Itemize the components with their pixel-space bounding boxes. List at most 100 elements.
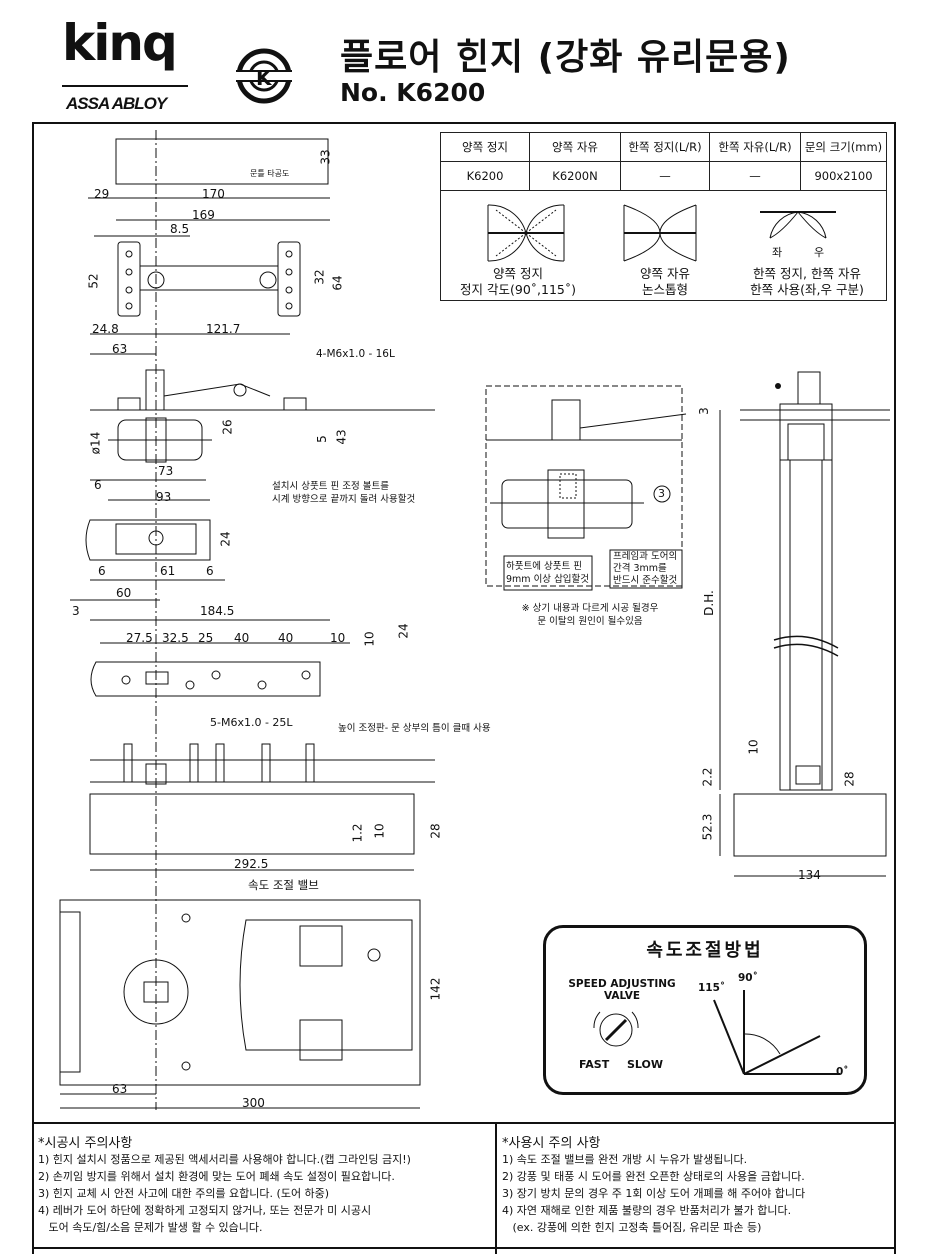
dim-label: 43 xyxy=(334,429,349,445)
dim-label: 2.2 xyxy=(700,767,715,787)
dim-label: 121.7 xyxy=(206,322,241,336)
dim-label: 134 xyxy=(798,868,821,882)
spec-data-row: K6200 K6200N — — 900x2100 xyxy=(440,161,887,191)
usage-note-line: 4) 자연 재해로 인한 제품 불량의 경우 반품처리가 불가 합니다. xyxy=(502,1204,792,1217)
dim-label: 61 xyxy=(160,564,176,578)
pin-note: 하풋트에 상풋트 핀 9mm 이상 삽입할것 xyxy=(506,560,589,586)
valve-label: 속도 조절 밸브 xyxy=(248,878,319,892)
dim-label: 8.5 xyxy=(170,222,190,236)
dim-label: 10 xyxy=(746,739,761,755)
dim-label: 170 xyxy=(202,187,225,201)
dim-label: 32 xyxy=(312,269,327,285)
install-note-line: 4) 레버가 도어 하단에 정확하게 고정되지 않거나, 또는 전문가 미 시공… xyxy=(38,1204,372,1217)
dim-label: ø14 xyxy=(88,431,103,455)
usage-notes: *사용시 주의 사항 1) 속도 조절 밸브를 완전 개방 시 누유가 발생됩니… xyxy=(502,1132,805,1236)
spec-header-cell: 양쪽 자유 xyxy=(529,132,621,162)
angle-label-0: 0˚ xyxy=(836,1066,849,1078)
dim-label: 52.3 xyxy=(700,813,715,841)
note-line: 문 이탈의 원인이 될수있음 xyxy=(537,616,643,627)
spec-header-row: 양쪽 정지 양쪽 자유 한쪽 정지(L/R) 한쪽 자유(L/R) 문의 크기(… xyxy=(440,132,887,162)
caption-line: 한쪽 사용(좌,우 구분) xyxy=(750,282,864,297)
install-note-line: 1) 힌지 설치시 정품으로 제공된 액세서리를 사용해야 합니다.(캡 그라인… xyxy=(38,1153,411,1166)
valve-caption-line: VALVE xyxy=(603,990,641,1002)
model-number: No. K6200 xyxy=(340,78,486,107)
swing-caption-both-stop: 양쪽 정지 정지 각도(90˚,115˚) xyxy=(458,266,578,298)
dim-label: 184.5 xyxy=(200,604,235,618)
note-line: 설치시 상풋트 핀 조정 볼트를 xyxy=(272,481,389,492)
dim-label: 52 xyxy=(86,273,101,289)
dim-label: 6 xyxy=(98,564,106,578)
dim-label: 24.8 xyxy=(92,322,119,336)
spec-header-cell: 양쪽 정지 xyxy=(440,132,530,162)
dim-label: 300 xyxy=(242,1096,265,1110)
note-line: 9mm 이상 삽입할것 xyxy=(506,574,590,585)
caption-line: 논스톱형 xyxy=(641,282,688,297)
valve-caption: SPEED ADJUSTING VALVE xyxy=(566,978,678,1002)
right-label: 우 xyxy=(814,246,825,259)
dim-label: 5 xyxy=(314,435,329,443)
frame-bottom-line xyxy=(32,1247,896,1249)
caption-line: 정지 각도(90˚,115˚) xyxy=(460,282,576,297)
angle-label-115: 115˚ xyxy=(698,982,726,994)
dim-label: D.H. xyxy=(701,590,716,616)
install-note-line: 3) 힌지 교체 시 안전 사고에 대한 주의를 요합니다. (도어 하중) xyxy=(38,1187,330,1200)
dim-label: 142 xyxy=(428,977,443,1001)
spec-header-cell: 문의 크기(mm) xyxy=(800,132,887,162)
spec-table: 양쪽 정지 양쪽 자유 한쪽 정지(L/R) 한쪽 자유(L/R) 문의 크기(… xyxy=(440,132,887,191)
note-line: 시계 방향으로 끝까지 돌려 사용할것 xyxy=(272,494,416,505)
dim-label: 28 xyxy=(842,771,857,787)
logo-divider xyxy=(62,85,188,87)
notes-divider xyxy=(32,1122,896,1124)
speed-adjust-title: 속도조절방법 xyxy=(646,940,764,961)
dim-label: 63 xyxy=(112,342,128,356)
dim-label: 60 xyxy=(116,586,132,600)
swing-caption-both-free: 양쪽 자유 논스톱형 xyxy=(605,266,725,298)
dim-label: 10 xyxy=(362,631,377,647)
slow-label: SLOW xyxy=(627,1058,664,1071)
notes-column-divider xyxy=(495,1122,497,1254)
dim-label: 27.5 xyxy=(126,631,153,645)
dim-label: 4-M6x1.0 - 16L xyxy=(316,348,395,360)
dim-label: 29 xyxy=(94,187,110,201)
spec-cell: 900x2100 xyxy=(800,161,887,191)
spec-cell: — xyxy=(709,161,801,191)
annotation: 문틀 타공도 xyxy=(250,169,290,178)
dim-label: 292.5 xyxy=(234,857,269,871)
install-notes-title: *시공시 주의사항 xyxy=(38,1136,133,1151)
note-line: 프레임과 도어의 xyxy=(613,551,678,562)
dim-label: 93 xyxy=(156,490,172,504)
fast-label: FAST xyxy=(579,1058,610,1071)
dim-label: 26 xyxy=(220,419,235,435)
brand-logo: kinq xyxy=(62,14,178,72)
left-label: 좌 xyxy=(772,246,783,259)
warning-note: ※ 상기 내용과 다르게 시공 될경우 문 이탈의 원인이 될수있음 xyxy=(500,602,680,628)
adjust-bolt-note: 설치시 상풋트 핀 조정 볼트를 시계 방향으로 끝까지 돌려 사용할것 xyxy=(272,480,415,506)
note-line: 반드시 준수할것 xyxy=(613,575,678,586)
install-note-line: 2) 손끼임 방지를 위해서 설치 환경에 맞는 도어 폐쇄 속도 설정이 필요… xyxy=(38,1170,395,1183)
dim-label: 25 xyxy=(198,631,214,645)
spec-cell: K6200N xyxy=(529,161,621,191)
svg-text:K: K xyxy=(256,66,273,90)
note-line: 간격 3mm를 xyxy=(613,563,667,574)
install-notes: *시공시 주의사항 1) 힌지 설치시 정품으로 제공된 액세서리를 사용해야 … xyxy=(38,1132,411,1236)
usage-note-line: 1) 속도 조절 밸브를 완전 개방 시 누유가 발생됩니다. xyxy=(502,1153,748,1166)
callout-number: 3 xyxy=(658,487,665,500)
dim-label: 3 xyxy=(696,407,711,415)
caption-line: 양쪽 정지 xyxy=(493,266,543,281)
dim-label: 40 xyxy=(278,631,294,645)
usage-note-line: (ex. 강풍에 의한 힌지 고정축 틀어짐, 유리문 파손 등) xyxy=(502,1221,762,1234)
note-line: 하풋트에 상풋트 핀 xyxy=(506,561,582,572)
dim-label: 40 xyxy=(234,631,250,645)
dim-label: 3 xyxy=(72,604,80,618)
dim-label: 73 xyxy=(158,464,174,478)
height-adjust-note: 높이 조정판- 문 상부의 틈이 클때 사용 xyxy=(338,723,491,734)
usage-note-line: 3) 장기 방치 문의 경우 주 1회 이상 도어 개폐를 해 주어야 합니다 xyxy=(502,1187,806,1200)
brand-sub-logo: ASSA ABLOY xyxy=(66,94,167,113)
drawing-frame xyxy=(32,122,896,1254)
dim-label: 32.5 xyxy=(162,631,189,645)
dim-label: 24 xyxy=(396,623,411,639)
spec-cell: — xyxy=(620,161,710,191)
install-note-line: 도어 속도/힘/소음 문제가 발생 할 수 있습니다. xyxy=(38,1221,263,1234)
dim-label: 28 xyxy=(428,823,443,839)
usage-notes-title: *사용시 주의 사항 xyxy=(502,1136,601,1151)
